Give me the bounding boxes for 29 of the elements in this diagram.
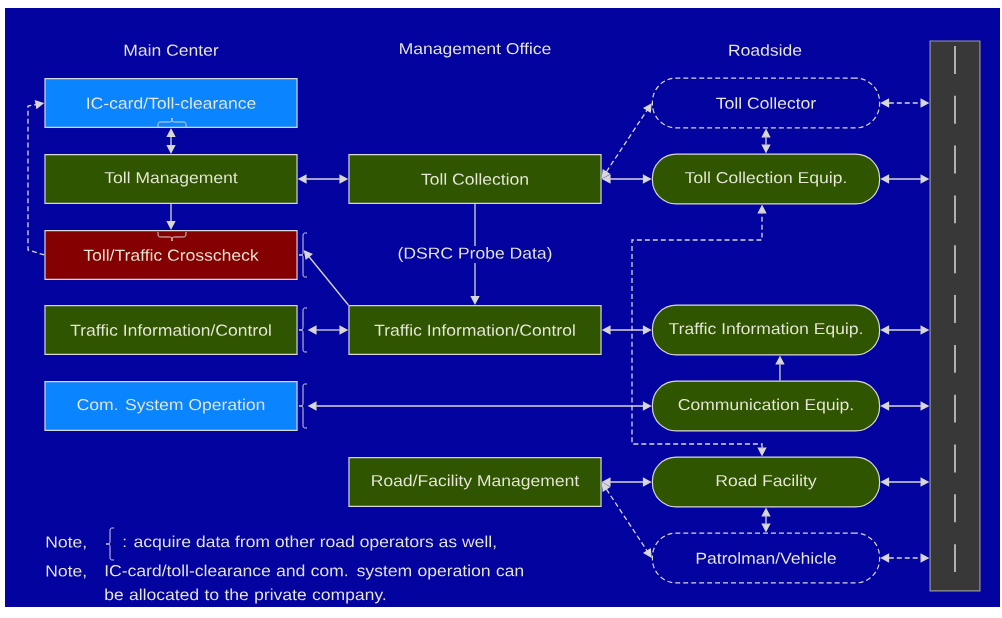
process-box: Traffic Information/Control xyxy=(44,305,298,355)
process-box: Toll Collection xyxy=(348,154,602,204)
dashed-rounded-box: Patrolman/Vehicle xyxy=(651,532,881,584)
rounded-box: Traffic Information Equip. xyxy=(651,304,881,356)
process-box: Toll Management xyxy=(44,154,298,204)
dashed-arrow xyxy=(601,482,652,558)
note-text: Note, xyxy=(46,565,86,579)
column-heading: Management Office xyxy=(400,42,551,58)
column-heading: Roadside xyxy=(729,44,802,56)
edge-label: (DSRC Probe Data) xyxy=(396,246,554,263)
dashed-arrow xyxy=(601,103,652,179)
process-box: Road/Facility Management xyxy=(348,457,602,507)
arrow xyxy=(166,203,176,230)
dashed-arrow xyxy=(27,100,46,256)
process-box: Com. System Operation xyxy=(44,381,298,431)
arrow xyxy=(166,128,176,154)
process-box: Traffic Information/Control xyxy=(348,305,602,355)
process-box: Toll/Traffic Crosscheck xyxy=(44,230,298,280)
note-text: : acquire data from other road operators as well, xyxy=(123,535,496,551)
rounded-box: Toll Collection Equip. xyxy=(651,153,881,205)
rounded-box: Road Facility xyxy=(651,456,881,508)
rounded-box: Communication Equip. xyxy=(651,380,881,432)
dashed-rounded-box: Toll Collector xyxy=(651,77,881,129)
process-box: IC-card/Toll-clearance xyxy=(44,78,298,128)
note-text: IC-card/toll-clearance and com. system operation can be allocated to the private company. xyxy=(105,564,524,604)
road-drawing xyxy=(929,40,981,592)
note-text: Note, xyxy=(46,536,86,550)
column-heading: Main Center xyxy=(124,44,219,56)
arrow xyxy=(303,250,350,306)
